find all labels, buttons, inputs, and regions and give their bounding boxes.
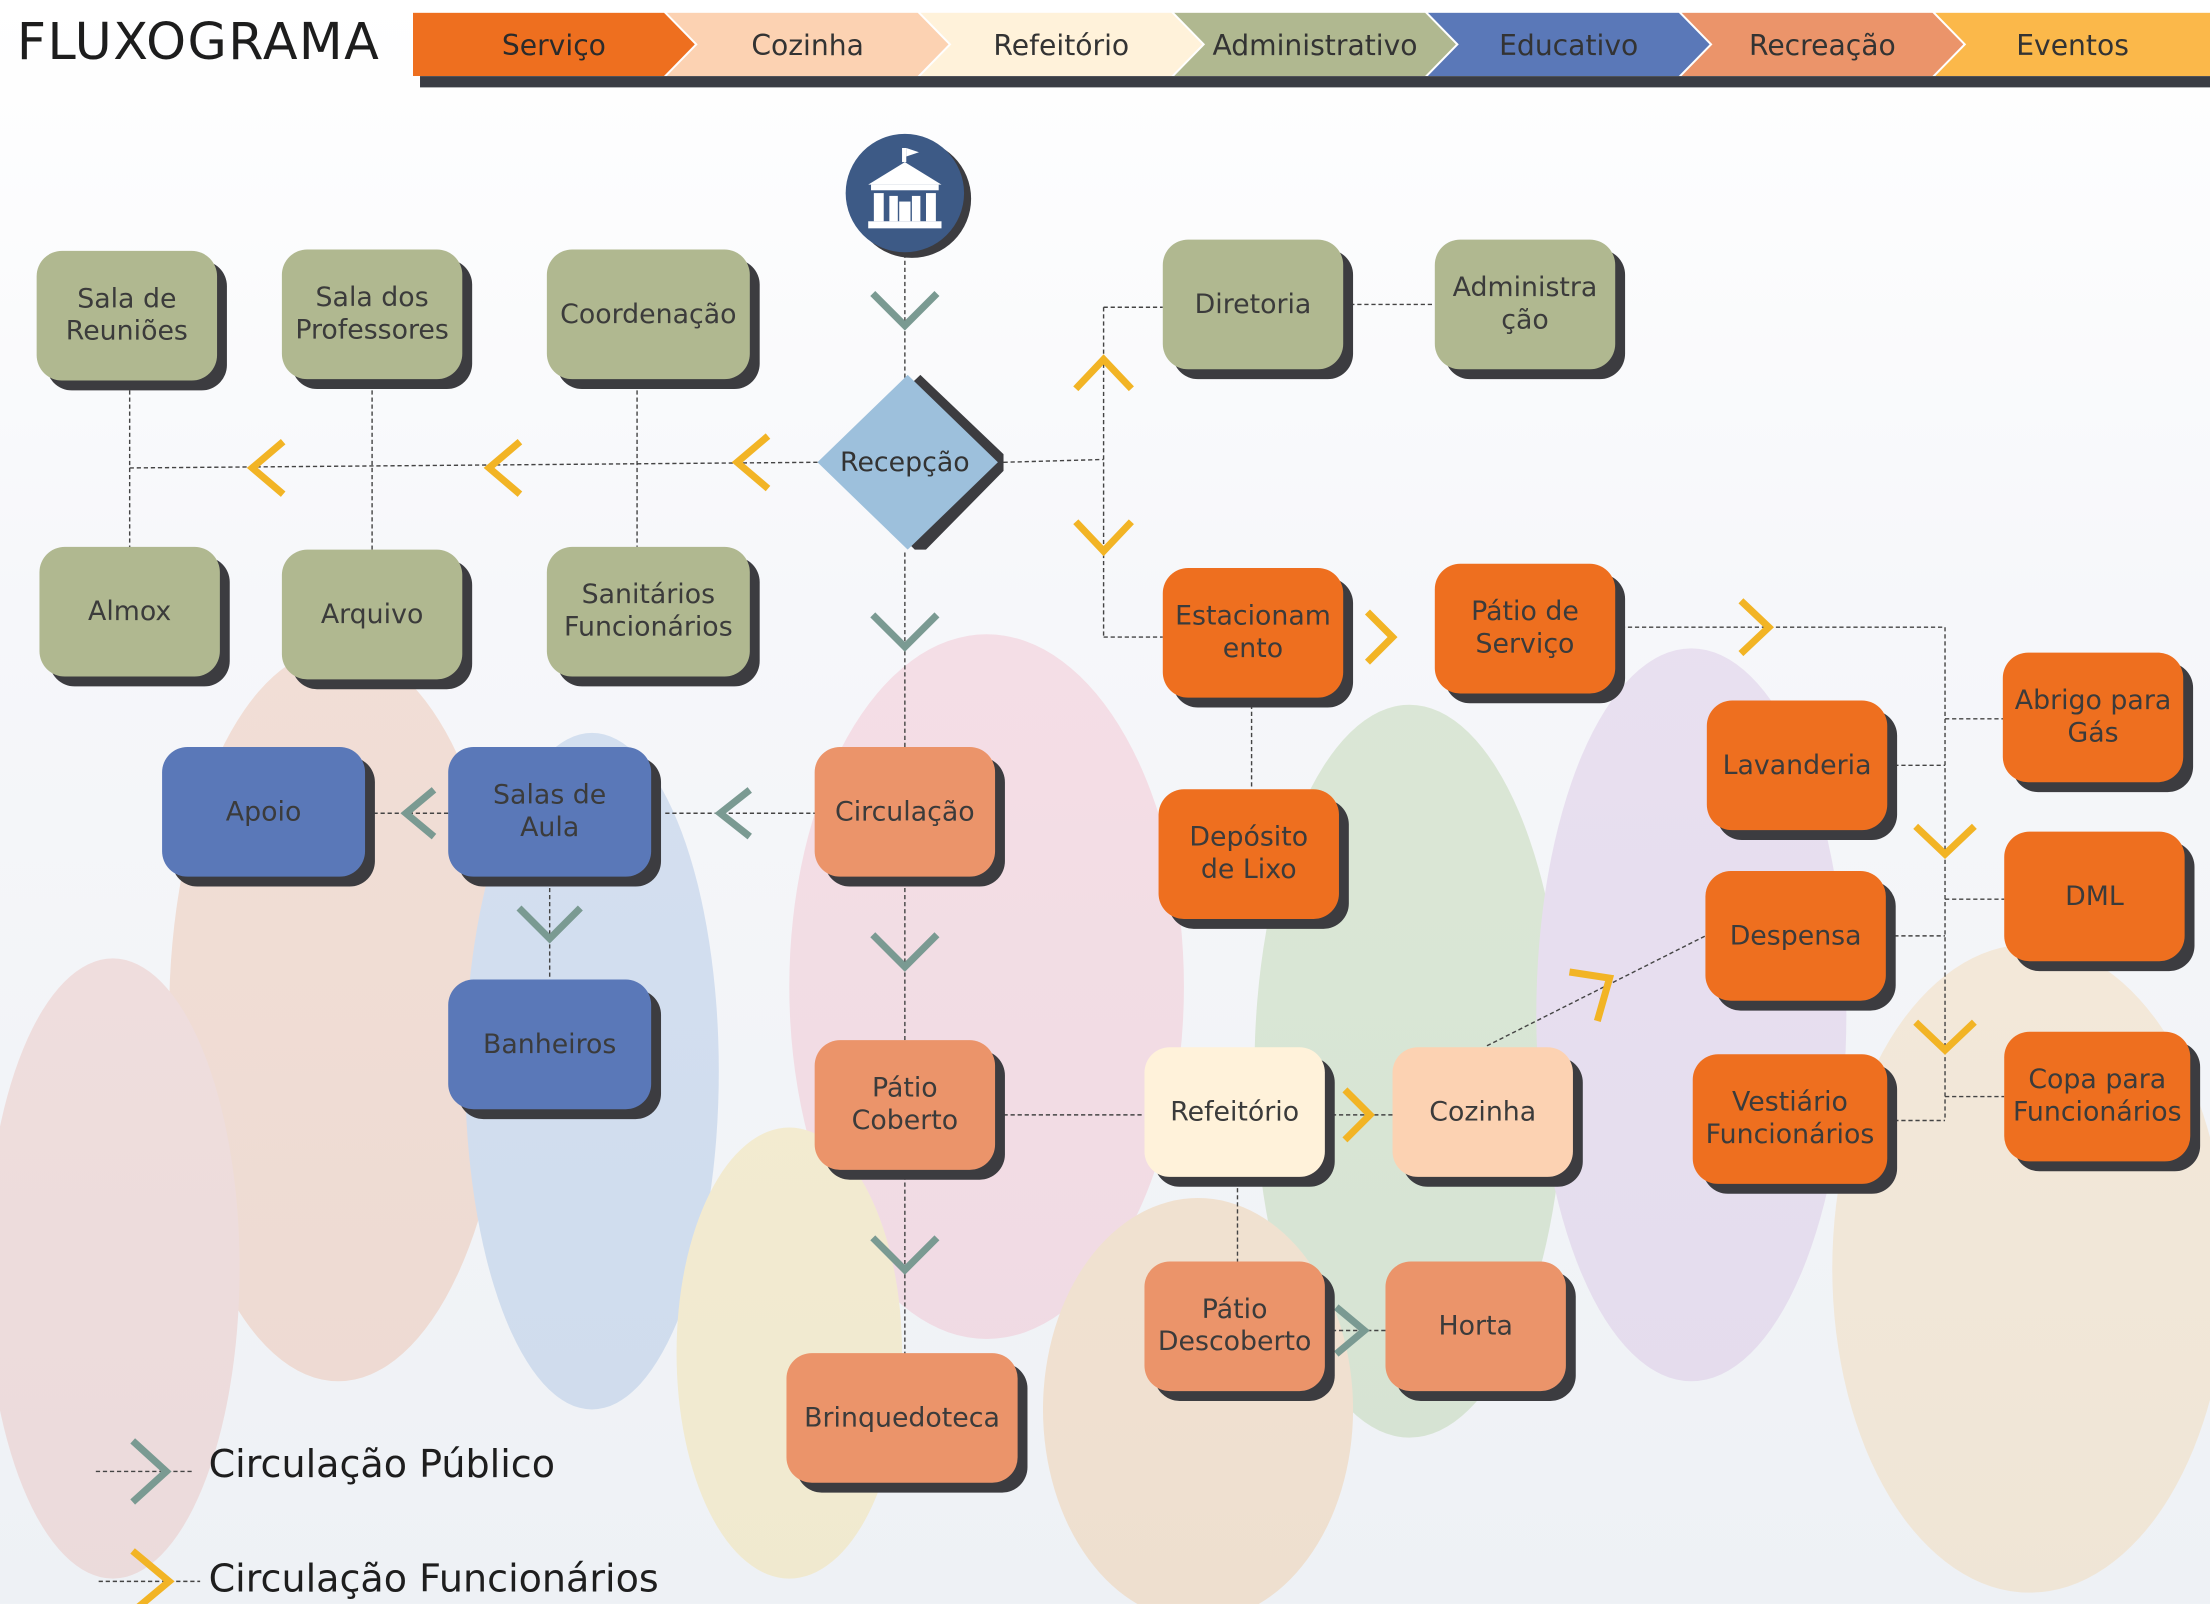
node-horta: Horta [1385,1261,1566,1392]
entrance-node [845,133,965,253]
node-arquivo: Arquivo [281,549,463,680]
node-estacionamento: Estacionam ento [1162,568,1344,698]
legend-staff-label: Circulação Funcionários [208,1557,659,1602]
tab-refeitorio: Refeitório [920,12,1203,77]
node-circulacao: Circulação [814,747,996,877]
tab-label: Recreação [1749,27,1896,62]
node-copa-funcionarios: Copa para Funcionários [2004,1031,2191,1162]
recepcao-label: Recepção [840,446,970,478]
tab-administrativo: Administrativo [1174,12,1456,77]
tab-label: Educativo [1499,27,1639,62]
tab-eventos: Eventos [1935,12,2210,77]
tab-label: Administrativo [1212,27,1418,62]
node-dml: DML [2004,831,2185,962]
recepcao-diamond [817,374,1004,550]
legend-public-label: Circulação Público [208,1443,556,1487]
tab-label: Cozinha [751,27,864,62]
node-abrigo-gas: Abrigo para Gás [2002,652,2184,783]
node-patio-descoberto: Pátio Descoberto [1144,1261,1325,1392]
tab-servico: Serviço [412,12,695,77]
category-ribbon: Serviço Cozinha Refeitório Administrativ… [412,12,2210,77]
tab-cozinha: Cozinha [666,12,949,77]
node-banheiros: Banheiros [448,979,652,1110]
school-building-icon [868,147,942,229]
node-administracao: Administra ção [1434,239,1616,370]
category-ribbon-shadow [420,76,2210,88]
node-coordenacao: Coordenação [546,249,750,380]
node-sala-professores: Sala dos Professores [281,249,463,380]
node-cozinha: Cozinha [1392,1047,1573,1177]
tab-educativo: Educativo [1427,12,1710,77]
node-despensa: Despensa [1705,871,1886,1001]
diagram-title: FLUXOGRAMA [16,14,381,72]
node-refeitorio: Refeitório [1144,1047,1325,1177]
node-sanitarios-funcionarios: Sanitários Funcionários [546,546,750,677]
tab-recreacao: Recreação [1681,12,1964,77]
node-almox: Almox [39,546,220,677]
node-apoio: Apoio [162,747,366,877]
node-lavanderia: Lavanderia [1706,700,1888,831]
node-salas-aula: Salas de Aula [448,747,652,877]
node-vestiario-funcionarios: Vestiário Funcionários [1692,1054,1888,1184]
node-patio-coberto: Pátio Coberto [814,1040,996,1170]
node-deposito-lixo: Depósito de Lixo [1158,789,1339,919]
node-brinquedoteca: Brinquedoteca [786,1353,1018,1483]
tab-label: Refeitório [993,27,1130,62]
node-diretoria: Diretoria [1162,239,1344,370]
tab-label: Serviço [501,27,606,62]
node-patio-servico: Pátio de Serviço [1434,563,1616,694]
node-sala-reunioes: Sala de Reuniões [36,250,218,381]
tab-label: Eventos [2016,27,2129,62]
recepcao-node: Recepção [817,374,1004,550]
